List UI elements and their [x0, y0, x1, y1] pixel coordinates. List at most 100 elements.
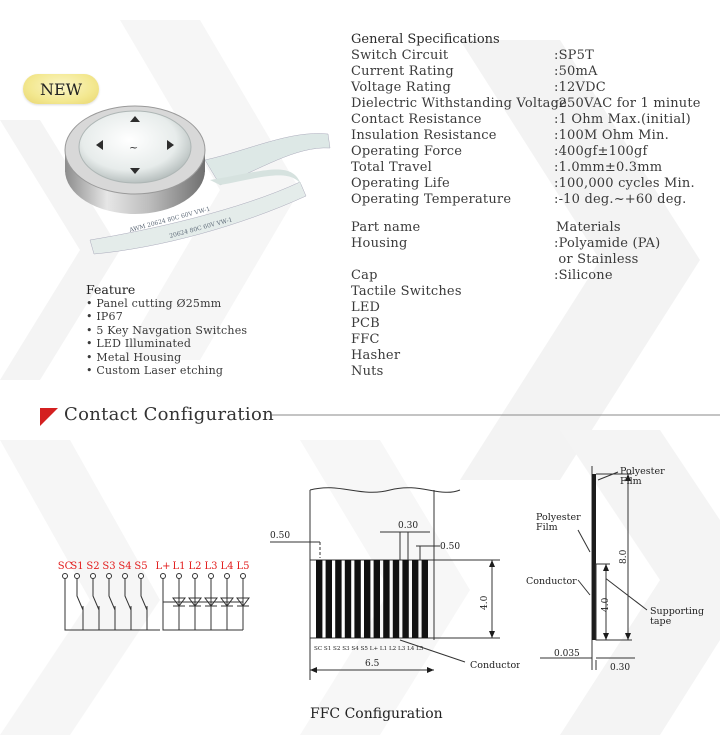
spec-label: Contact Resistance	[351, 112, 482, 127]
ffc-dim-050-right: 0.50	[440, 542, 460, 552]
spec-value: :1.0mm±0.3mm	[554, 160, 663, 175]
materials-header: Materials	[556, 220, 621, 235]
ffc-conductor-strip	[335, 560, 342, 638]
ffc-dim-65: 6.5	[365, 659, 380, 669]
part-name: PCB	[351, 316, 380, 331]
feature-item: • Custom Laser etching	[86, 364, 224, 378]
ffc-conductor-strip	[412, 560, 419, 638]
ffc-conductor-strip	[325, 560, 332, 638]
ffc-conductor-strip	[364, 560, 371, 638]
part-name: Tactile Switches	[351, 284, 462, 299]
spec-value: :250VAC for 1 minute	[554, 96, 701, 111]
svg-text:~: ~	[129, 141, 138, 154]
spec-value: :-10 deg.~+60 deg.	[554, 192, 687, 207]
circuit-pin-label: S1	[70, 561, 83, 572]
spec-value: :1 Ohm Max.(initial)	[554, 112, 691, 127]
spec-value: :100,000 cycles Min.	[554, 176, 695, 191]
ffc-conductor-strip	[373, 560, 380, 638]
feature-list: • Panel cutting Ø25mm• IP67• 5 Key Navga…	[86, 297, 247, 377]
side-dim-80: 8.0	[619, 549, 629, 564]
spec-value: :SP5T	[554, 48, 594, 63]
spec-value: :400gf±100gf	[554, 144, 648, 159]
circuit-pin-label: S5	[134, 561, 147, 572]
ffc-conductor-strip	[392, 560, 400, 638]
ffc-side-profile: Polyester Film Polyester Film Conductor …	[526, 466, 704, 673]
feature-item: • Metal Housing	[86, 350, 182, 364]
feature-item: • LED Illuminated	[86, 337, 192, 351]
circuit-pin-label: L+	[155, 561, 170, 572]
feature-item: • IP67	[86, 310, 123, 324]
cable-print: AWM 20624 80C 60V VW-1 20624 80C 60V VW-…	[128, 206, 233, 240]
spec-label: Operating Life	[351, 176, 450, 191]
part-materials: :Polyamide (PA) or Stainless :Silicone	[554, 236, 660, 284]
circuit-pin-label: L5	[236, 561, 249, 572]
spec-value: :50mA	[554, 64, 598, 79]
circuit-pin-label: S4	[118, 561, 131, 572]
material-cap: :Silicone	[554, 268, 613, 283]
side-polyester-top-2: Film	[620, 476, 642, 487]
spec-label: Current Rating	[351, 64, 454, 79]
part-name: Cap	[351, 268, 378, 283]
circuit-pin-label: SC	[58, 561, 73, 572]
circuit-pin-label: S2	[86, 561, 99, 572]
circuit-pin-label: L2	[188, 561, 201, 572]
spec-label: Total Travel	[351, 160, 432, 175]
ffc-conductor-strip	[344, 560, 352, 638]
led-diode-icons	[172, 597, 250, 607]
general-specs-title: General Specifications	[351, 32, 500, 47]
feature-item: • Panel cutting Ø25mm	[86, 297, 222, 310]
ffc-pin-labels: SC S1 S2 S3 S4 S5 L+ L1 L2 L3 L4 L5	[314, 646, 424, 652]
circuit-pin-label: S3	[102, 561, 115, 572]
ffc-conductor-strip	[383, 560, 390, 638]
spec-label: Operating Temperature	[351, 192, 512, 207]
part-name: FFC	[351, 332, 380, 347]
ffc-conductor-strip	[421, 560, 428, 638]
feature-title: Feature	[86, 282, 136, 297]
side-polyester-top-1: Polyester	[620, 466, 665, 477]
part-name: Nuts	[351, 364, 384, 379]
part-name: Hasher	[351, 348, 401, 363]
section-title: Contact Configuration	[64, 404, 274, 425]
spec-label: Dielectric Withstanding Voltage	[351, 96, 567, 111]
spec-values: :SP5T:50mA:12VDC:250VAC for 1 minute:1 O…	[554, 48, 701, 208]
ffc-conductor-strip	[402, 560, 409, 638]
ffc-conductor-strip	[316, 560, 323, 638]
material-housing-alt: or Stainless	[554, 252, 639, 267]
ffc-dim-030: 0.30	[398, 521, 418, 531]
spec-label: Operating Force	[351, 144, 463, 159]
spec-label: Voltage Rating	[351, 80, 452, 95]
circuit-pin-label: L1	[172, 561, 185, 572]
part-name: LED	[351, 300, 381, 315]
side-supporting-1: Supporting	[650, 606, 704, 617]
side-polyester-left-2: Film	[536, 522, 558, 533]
ffc-drawing: 0.50 0.30 0.50 4.0 6.5 SC S1 S2 S3 S4 S5…	[270, 487, 520, 680]
ffc-conductor-label: Conductor	[470, 660, 520, 671]
product-image: ~	[64, 105, 331, 255]
section-header-graphic	[40, 408, 720, 426]
side-dim-030: 0.30	[610, 663, 630, 673]
part-name-header: Part name	[351, 220, 421, 235]
feature-item: • 5 Key Navgation Switches	[86, 323, 248, 337]
side-supporting-2: tape	[650, 616, 672, 627]
ffc-caption: FFC Configuration	[310, 706, 443, 722]
side-polyester-left-1: Polyester	[536, 512, 581, 523]
part-name: Housing	[351, 236, 408, 251]
spec-label: Insulation Resistance	[351, 128, 497, 143]
side-conductor: Conductor	[526, 576, 577, 587]
feature-section: Feature • Panel cutting Ø25mm• IP67• 5 K…	[86, 282, 247, 377]
circuit-pin-label: L3	[204, 561, 217, 572]
ffc-dim-050-left: 0.50	[270, 531, 290, 541]
spec-value: :100M Ohm Min.	[554, 128, 669, 143]
ffc-conductor-strip	[354, 560, 361, 638]
circuit-pin-label: L4	[220, 561, 233, 572]
side-dim-0035: 0.035	[554, 649, 580, 659]
ffc-dim-40: 4.0	[480, 595, 490, 610]
spec-label: Switch Circuit	[351, 48, 449, 63]
side-dim-40: 4.0	[601, 597, 611, 612]
red-triangle-icon	[40, 408, 58, 426]
spec-value: :12VDC	[554, 80, 606, 95]
new-badge: NEW	[23, 74, 99, 104]
